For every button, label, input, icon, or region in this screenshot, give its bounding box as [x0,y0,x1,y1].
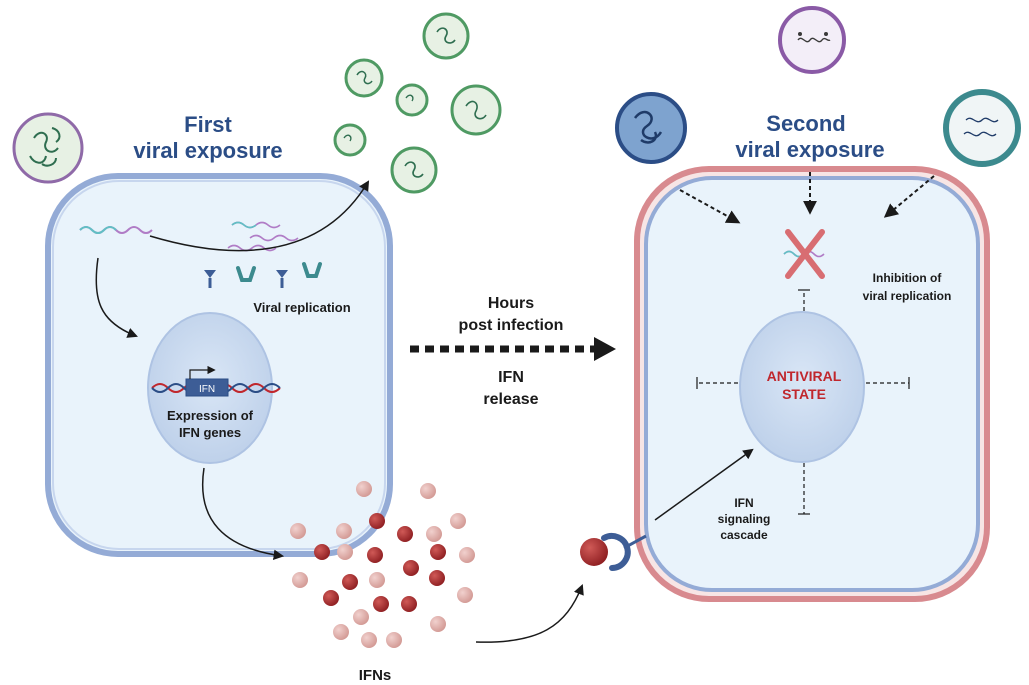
inhibition-lines [696,289,910,515]
cascade-label-line2: signaling [718,512,771,526]
second-exposure-arrows [679,172,935,224]
first-exposure-title-line1: First [184,112,232,137]
second-exposure-title-line1: Second [766,111,845,136]
arrow-ifn-to-receptor [475,584,584,643]
ifn-gene-dna: IFN [151,365,281,397]
right-nucleus [739,311,865,463]
expression-label-line2: IFN genes [179,425,241,440]
bound-ifn [580,538,608,566]
release-label-line1: IFN [498,369,524,386]
cascade-label-line3: cascade [720,528,768,542]
arrow-nucleus-to-ifns [202,467,285,561]
infecting-virus [12,112,84,184]
viral-replication-label: Viral replication [253,300,350,315]
viral-proteins [204,262,322,288]
first-exposure-title-line2: viral exposure [133,138,282,163]
inhibition-label-line1: Inhibition of [873,271,943,285]
viral-rna-strands [79,221,299,252]
hours-label-line1: Hours [488,295,534,312]
time-arrow [410,337,616,361]
hours-label-line2: post infection [459,317,564,334]
ifn-particles [290,481,475,648]
cascade-label-line1: IFN [734,496,753,510]
ifn-receptor [601,533,647,571]
second-exposure-title-line2: viral exposure [735,137,884,162]
arrow-rna-to-exit [149,180,370,252]
arrow-rna-to-nucleus [95,257,138,338]
antiviral-state-line1: ANTIVIRAL [767,368,842,384]
second-exposure-viruses [615,6,1021,167]
expression-label-line1: Expression of [167,408,254,423]
blocked-replication-icon [783,229,825,279]
antiviral-state-line2: STATE [782,386,826,402]
ifns-label: IFNs [359,667,392,684]
released-viruses [333,12,502,194]
inhibition-label-line2: viral replication [863,289,952,303]
release-label-line2: release [483,391,538,408]
arrow-signaling-cascade [654,448,754,521]
ifn-gene-label: IFN [199,384,215,395]
